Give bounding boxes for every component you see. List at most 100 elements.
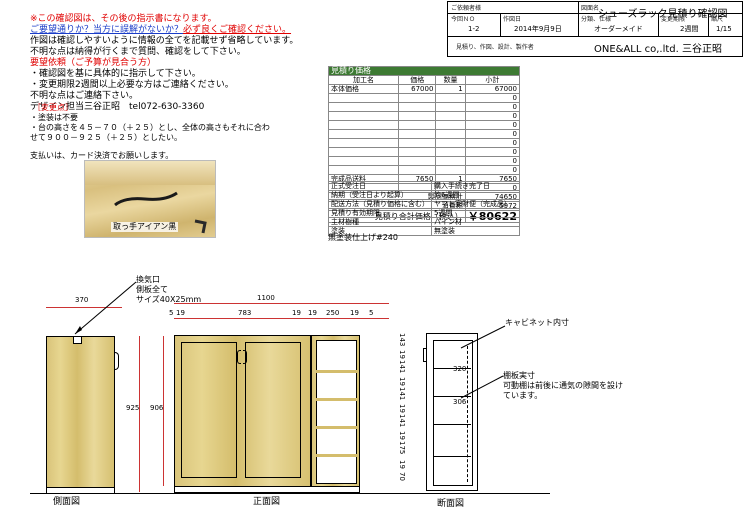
- dim-height-906: 906: [150, 404, 164, 412]
- left-door-handle-icon: [237, 350, 241, 364]
- notice-line-9: デザイン担当三谷正昭 tel072-630-3360: [30, 102, 205, 112]
- section-dim-2: 19: [398, 350, 406, 359]
- spec-label: 納期（受注日より起算）: [328, 190, 432, 200]
- section-dim-4: 19: [398, 377, 406, 386]
- spec-value: 約6週間: [431, 190, 520, 200]
- spec-value: ヤマト家財便（完成品）: [431, 199, 520, 209]
- estimate-cell: [327, 93, 400, 103]
- estimate-cell: [327, 165, 400, 175]
- notice-line-8: 不明な点はご連絡下さい。: [30, 91, 139, 101]
- floor-line: [30, 493, 550, 494]
- shelf-note: 棚板実寸 可動棚は前後に通気の隙間を設け ています。: [503, 371, 623, 401]
- estimate-header-qty: 数量: [435, 75, 466, 85]
- estimate-row: 0: [327, 129, 521, 139]
- side-view-panel: [46, 336, 119, 488]
- estimate-cell: [398, 165, 437, 175]
- estimate-cell: [327, 120, 400, 130]
- notice-block: ※この確認図は、その後の指示書になります。 ご要望通りか？当方に誤解がないか？必…: [30, 14, 330, 113]
- dim-side-width: 370: [75, 296, 89, 304]
- estimate-cell: [327, 147, 400, 157]
- vent-label-2: 側板全て: [136, 285, 168, 294]
- estimate-cell: [435, 102, 466, 112]
- drawing-date: 2014年9月9日: [514, 25, 562, 33]
- vent-label-1: 換気口: [136, 275, 160, 284]
- estimate-cell: 0: [464, 138, 521, 148]
- estimate-row: 0: [327, 138, 521, 148]
- section-dim-7: 141: [398, 414, 406, 428]
- change-value: 2週間: [680, 25, 699, 33]
- estimate-cell: 0: [464, 120, 521, 130]
- estimate-row: 0: [327, 102, 521, 112]
- estimate-cell: [327, 102, 400, 112]
- estimate-row: 0: [327, 165, 521, 175]
- notice-line-5: 要望依頼（ご予算が見合う方）: [30, 58, 157, 68]
- changes-line-1: ・塗装は不要: [30, 113, 78, 122]
- estimate-cell: [398, 102, 437, 112]
- iron-handle-icon: [114, 191, 207, 234]
- dim-front-part-2: 19: [176, 309, 185, 317]
- estimate-cell: 0: [464, 129, 521, 139]
- section-dim-10: 19: [398, 460, 406, 469]
- notice-line-3: 作図は確認しやすいように情報の全てを記載せず省略しています。: [30, 36, 299, 46]
- estimate-cell: [398, 156, 437, 166]
- spec-row: 正式受注日購入手続き完了日: [328, 181, 520, 191]
- front-parts-dimension: [174, 318, 389, 319]
- changes-title: ［変更点］: [33, 103, 73, 112]
- vent-hole-icon: [73, 336, 82, 344]
- spec-table: 正式受注日購入手続き完了日納期（受注日より起算）約6週間配送方法（見積り価格に含…: [328, 181, 520, 236]
- drawing-name: シューズラック見積り確認図: [598, 9, 728, 20]
- spec-row: 主材樹種パイン材: [328, 217, 520, 227]
- dim-front-part-3: 783: [238, 309, 252, 317]
- section-dim-1: 143: [398, 333, 406, 347]
- vent-leader-line: [74, 281, 137, 335]
- changes-line-2: ・台の高さを４５－７０（＋２５）とし、全体の高さもそれに合わ: [30, 123, 270, 132]
- shelf-note-3: ています。: [503, 391, 543, 400]
- scale-label: 縮尺: [711, 16, 724, 23]
- estimate-cell: [327, 129, 400, 139]
- estimate-cell: 0: [464, 147, 521, 157]
- spec-row: 塗装無塗装: [328, 226, 520, 236]
- estimate-title: 見積り価格: [328, 66, 520, 76]
- estimate-cell: 67000: [398, 84, 437, 94]
- estimate-cell: [435, 147, 466, 157]
- estimate-cell: 0: [464, 156, 521, 166]
- estimate-cell: [435, 93, 466, 103]
- dim-front-part-5: 19: [308, 309, 317, 317]
- dim-height-925: 925: [126, 404, 140, 412]
- dim-front-part-8: 5: [369, 309, 374, 317]
- spec-row: 配送方法（見積り価格に含む）ヤマト家財便（完成品）: [328, 199, 520, 209]
- changes-block: ［変更点］ ・塗装は不要 ・台の高さを４５－７０（＋２５）とし、全体の高さもそれ…: [30, 103, 330, 161]
- payment-note: 支払いは、カード決済でお願いします。: [30, 151, 174, 160]
- front-width-dimension: [174, 303, 389, 304]
- section-view: [423, 333, 478, 491]
- notice-line-4: 不明な点は納得が行くまで質問、確認をして下さい。: [30, 47, 246, 57]
- estimate-cell: [435, 120, 466, 130]
- estimate-cell: 0: [464, 165, 521, 175]
- section-dim-9: 175: [398, 441, 406, 455]
- spec-value: 無塗装: [431, 226, 520, 236]
- estimate-header-price: 価格: [398, 75, 437, 85]
- shelf-note-2: 可動棚は前後に通気の隙間を設け: [503, 381, 623, 390]
- side-view-label: 側面図: [53, 494, 81, 507]
- spec-label: 見積り有効期限: [328, 208, 432, 218]
- height-925-dimension: [139, 336, 140, 492]
- front-cabinet: [174, 335, 311, 487]
- right-door: [245, 342, 301, 478]
- open-shelf-unit: [311, 335, 360, 487]
- estimate-cell: 0: [464, 102, 521, 112]
- scale-value: 1/15: [716, 25, 732, 33]
- dim-front-part-7: 19: [350, 309, 359, 317]
- estimate-cell: [435, 138, 466, 148]
- estimate-row: 0: [327, 156, 521, 166]
- estimate-cell: [398, 93, 437, 103]
- section-dim-11: 70: [398, 472, 406, 481]
- estimate-cell: 本体価格: [327, 84, 400, 94]
- photo-caption: 取っ手アイアン黒: [111, 222, 179, 232]
- dim-front-part-4: 19: [292, 309, 301, 317]
- right-door-handle-icon: [243, 350, 247, 364]
- estimate-cell: [398, 147, 437, 157]
- estimate-cell: 1: [435, 84, 466, 94]
- front-base: [174, 487, 360, 493]
